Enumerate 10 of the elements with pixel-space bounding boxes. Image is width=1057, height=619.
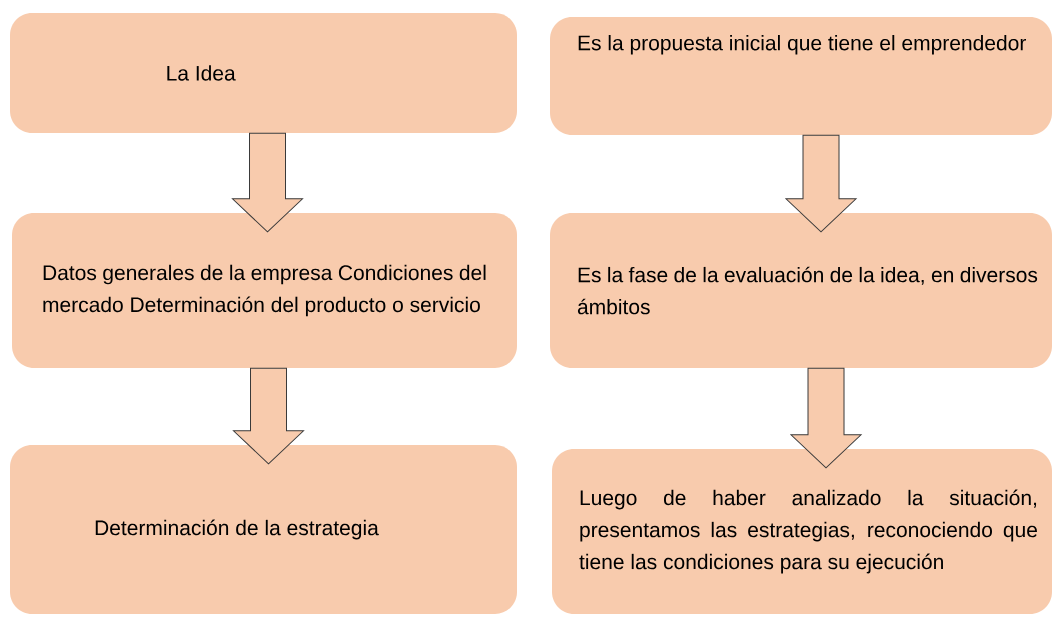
rounded-box: Datos generales de la empresa Condiciones del mercado Determinación del producto o servicio	[12, 213, 517, 368]
rounded-box: Determinación de la estrategia	[10, 445, 517, 614]
block-arrow	[233, 367, 304, 465]
rounded-box: Es la fase de la evaluación de la idea, en diversos ámbitos	[550, 213, 1052, 368]
block-arrow	[790, 367, 862, 469]
rounded-box: La Idea	[10, 13, 517, 133]
block-arrow	[785, 134, 857, 233]
block-arrow	[232, 132, 303, 233]
rounded-box: Luego de haber analizado la situación, presentamos las estrategias, reconociendo que tiene las condiciones para su ejecución	[552, 449, 1052, 614]
rounded-box: Es la propuesta inicial que tiene el emprendedor	[550, 17, 1052, 135]
